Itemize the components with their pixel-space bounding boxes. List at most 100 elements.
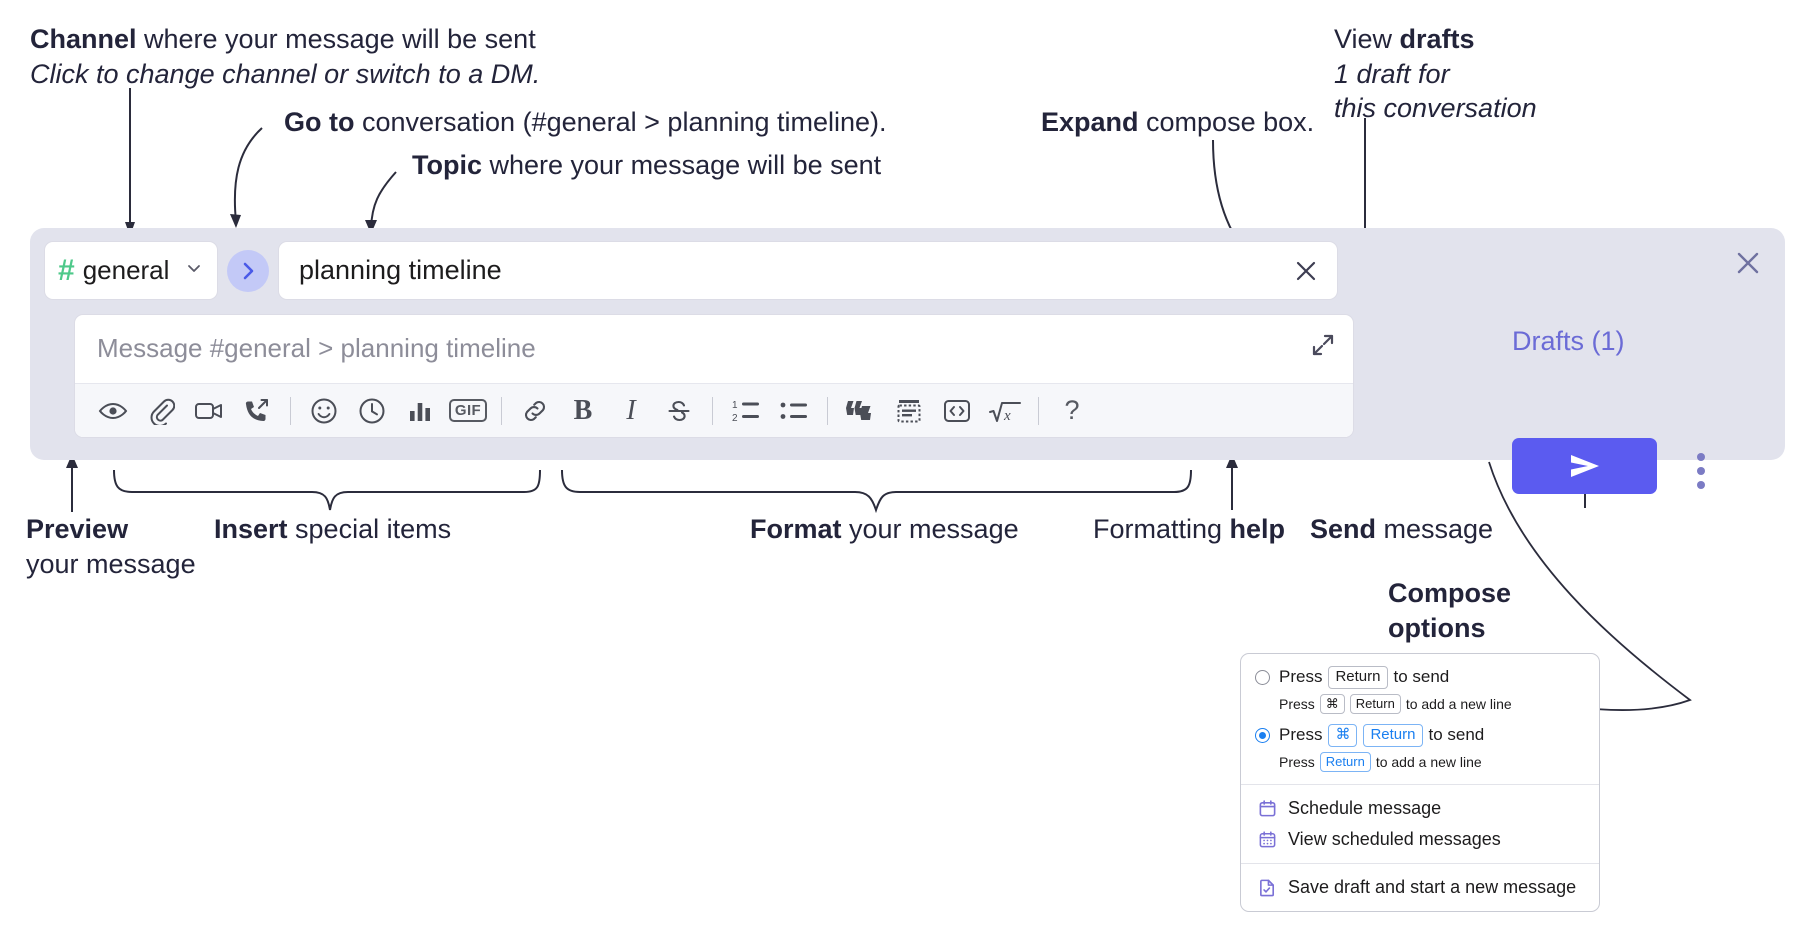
- close-icon: [1737, 252, 1759, 274]
- send-option-cmd-return-label: Press ⌘ Return to send: [1279, 724, 1484, 747]
- kebab-dot: [1697, 453, 1705, 461]
- bold-icon[interactable]: B: [559, 389, 607, 433]
- expand-diagonal-icon: [1312, 334, 1334, 356]
- annotation-expand-rest: compose box.: [1138, 107, 1315, 137]
- annotation-drafts-lead: View: [1334, 24, 1400, 54]
- toolbar-separator: [712, 396, 713, 425]
- key-return: Return: [1328, 666, 1388, 689]
- opt1-post: to send: [1393, 667, 1450, 687]
- annotation-format-bold: Format: [750, 514, 842, 544]
- annotation-drafts: View drafts 1 draft for this conversatio…: [1334, 22, 1537, 126]
- annotation-expand: Expand compose box.: [1041, 105, 1314, 140]
- svg-text:x: x: [1003, 408, 1011, 424]
- ordered-list-icon[interactable]: 1 2: [722, 389, 770, 433]
- annotation-send-bold: Send: [1310, 514, 1377, 544]
- radio-selected[interactable]: [1255, 727, 1270, 743]
- menu-item-label: Schedule message: [1288, 798, 1442, 818]
- annotation-help-lead: Formatting: [1093, 514, 1230, 544]
- close-compose-button[interactable]: [1731, 246, 1765, 285]
- formatting-toolbar: GIF B I: [75, 383, 1353, 437]
- menu-item-view-scheduled[interactable]: View scheduled messages: [1241, 824, 1599, 855]
- opt2-sub-post: to add a new line: [1375, 753, 1482, 770]
- annotation-preview: Preview your message: [26, 512, 196, 581]
- svg-text:2: 2: [732, 413, 738, 424]
- send-button[interactable]: [1512, 438, 1657, 494]
- send-option-return-label: Press Return to send: [1279, 666, 1449, 689]
- message-compose-box[interactable]: Message #general > planning timeline: [74, 314, 1354, 438]
- annotation-channel: Channel where your message will be sent …: [30, 22, 540, 91]
- channel-selector[interactable]: # general: [44, 241, 218, 300]
- compose-header-row: # general planning timeline: [44, 241, 1338, 300]
- attachment-icon[interactable]: [137, 389, 185, 433]
- expand-compose-button[interactable]: [1309, 331, 1337, 364]
- video-clip-icon[interactable]: [185, 389, 233, 433]
- send-option-return[interactable]: Press Return to send: [1255, 666, 1585, 689]
- annotation-topic-rest: where your message will be sent: [482, 150, 882, 180]
- help-icon[interactable]: ?: [1048, 389, 1096, 433]
- poll-bars: [410, 402, 430, 421]
- menu-item-schedule-message[interactable]: Schedule message: [1241, 793, 1599, 824]
- annotation-goto-bold: Go to: [284, 107, 355, 137]
- annotation-drafts-sub1: 1 draft for: [1334, 58, 1450, 89]
- clear-topic-button[interactable]: [1291, 256, 1321, 286]
- draft-section: Save draft and start a new message: [1241, 864, 1599, 911]
- annotation-goto-rest: conversation (#general > planning timeli…: [354, 107, 887, 137]
- strikethrough-icon[interactable]: [655, 389, 703, 433]
- annotation-formatting-help: Formatting help: [1093, 512, 1285, 547]
- save-draft-icon: [1257, 878, 1277, 898]
- calendar-grid-icon: [1257, 830, 1277, 850]
- preview-icon[interactable]: [89, 389, 137, 433]
- annotation-copts-bold2: options: [1388, 612, 1486, 643]
- send-option-return-sub: Press ⌘ Return to add a new line: [1279, 693, 1585, 714]
- key-return: Return: [1319, 751, 1371, 772]
- annotation-topic-bold: Topic: [412, 150, 482, 180]
- annotation-channel-rest: where your message will be sent: [136, 24, 536, 54]
- calendar-clock-icon: [1257, 799, 1277, 819]
- blockquote-icon[interactable]: [837, 389, 885, 433]
- gif-icon[interactable]: GIF: [444, 389, 492, 433]
- gif-label: GIF: [448, 399, 488, 422]
- emoji-icon[interactable]: [300, 389, 348, 433]
- annotation-channel-bold: Channel: [30, 24, 137, 54]
- send-option-cmd-return[interactable]: Press ⌘ Return to send: [1255, 724, 1585, 747]
- channel-name-label: general: [82, 255, 170, 285]
- svg-text:1: 1: [732, 400, 738, 411]
- send-paper-plane-icon: [1570, 455, 1599, 477]
- annotation-format-rest: your message: [841, 514, 1019, 544]
- annotation-preview-rest: your message: [26, 548, 196, 579]
- radio-unselected[interactable]: [1255, 669, 1270, 685]
- audio-clip-icon[interactable]: [233, 389, 281, 433]
- schedule-section: Schedule message View scheduled me: [1241, 785, 1599, 864]
- topic-value: planning timeline: [299, 255, 502, 285]
- code-block-icon[interactable]: [885, 389, 933, 433]
- annotation-drafts-sub2: this conversation: [1334, 93, 1537, 124]
- hash-icon: #: [58, 253, 75, 287]
- key-return: Return: [1349, 693, 1401, 714]
- key-return: Return: [1363, 724, 1423, 747]
- italic-label: I: [626, 394, 636, 426]
- math-icon[interactable]: x: [981, 389, 1029, 433]
- bulleted-list-icon[interactable]: [770, 389, 818, 433]
- kebab-dot: [1697, 481, 1705, 489]
- poll-icon[interactable]: [396, 389, 444, 433]
- clock-icon[interactable]: [348, 389, 396, 433]
- inline-code-icon[interactable]: [933, 389, 981, 433]
- message-placeholder: Message #general > planning timeline: [97, 333, 536, 363]
- annotation-help-bold: help: [1229, 514, 1286, 544]
- link-icon[interactable]: [511, 389, 559, 433]
- annotation-insert-rest: special items: [287, 514, 452, 544]
- toolbar-separator: [501, 396, 502, 425]
- opt2-sub-pre: Press: [1279, 753, 1315, 770]
- italic-icon[interactable]: I: [607, 389, 655, 433]
- annotation-send: Send message: [1310, 512, 1493, 547]
- goto-conversation-button[interactable]: [227, 249, 269, 292]
- annotation-expand-bold: Expand: [1041, 107, 1139, 137]
- topic-input[interactable]: planning timeline: [278, 241, 1338, 300]
- drafts-link[interactable]: Drafts (1): [1512, 326, 1625, 356]
- menu-item-save-draft[interactable]: Save draft and start a new message: [1241, 872, 1599, 903]
- toolbar-separator: [290, 396, 291, 425]
- compose-options-button[interactable]: [1686, 450, 1716, 492]
- annotation-insert-bold: Insert: [214, 514, 288, 544]
- toolbar-separator: [827, 396, 828, 425]
- chevron-right-icon: [243, 262, 254, 279]
